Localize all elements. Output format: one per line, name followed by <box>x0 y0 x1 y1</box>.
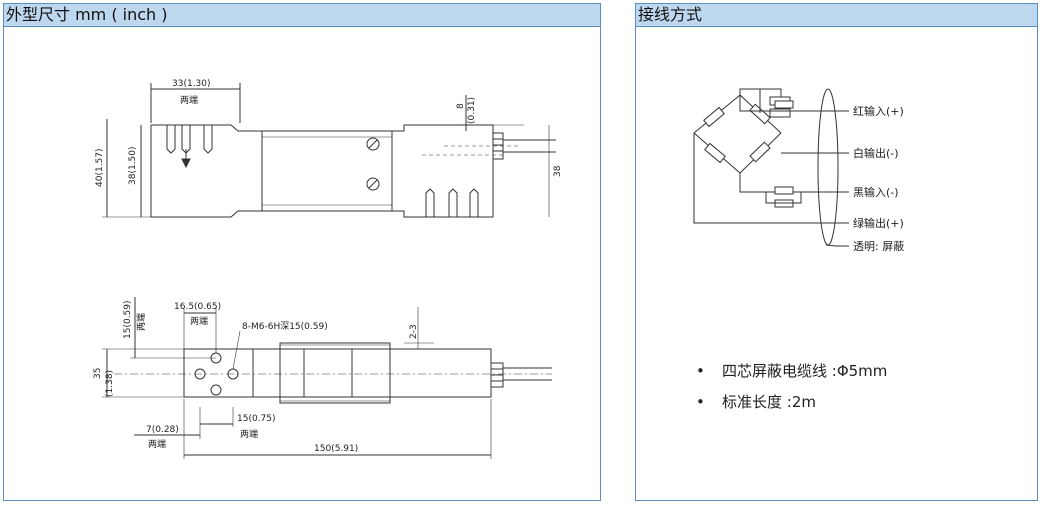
dim-height-outer: 40(1.57) <box>95 148 105 187</box>
wiring-diagram: 红输入(+) 白输出(-) 黑输入(-) 绿输出(+) 透明: 屏蔽 <box>693 88 904 253</box>
top-view <box>102 83 556 218</box>
spec-length-text: 标准长度 :2m <box>722 393 816 411</box>
dim-right-height: 38 <box>553 165 563 177</box>
dim-length: 150(5.91) <box>314 444 358 454</box>
wire-label-red: 红输入(+) <box>853 104 904 118</box>
spec-bullet: • <box>696 362 705 380</box>
spec-cable-text: 四芯屏蔽电缆线 :Φ5mm <box>722 362 888 380</box>
dimensions-panel: 外型尺寸 mm ( inch ) <box>3 3 601 501</box>
dim-height-inner: 38(1.50) <box>128 146 138 185</box>
spec-bullet: • <box>696 393 705 411</box>
dim-hole-spacing: 15(0.75) <box>237 414 276 424</box>
wire-label-white: 白输出(-) <box>853 146 899 160</box>
spec-length: • 标准长度 :2m <box>696 391 816 412</box>
wire-label-shield: 透明: 屏蔽 <box>853 240 904 253</box>
dim-width: 35 <box>93 368 103 379</box>
wire-label-black: 黑输入(-) <box>853 185 899 199</box>
dim-both-ends-3: 两端 <box>148 438 166 450</box>
dimensions-title: 外型尺寸 mm ( inch ) <box>4 4 600 27</box>
dim-both-ends-v: 两端 <box>135 313 147 331</box>
dim-offset-left: 15(0.59) <box>123 300 133 339</box>
bottom-view <box>102 297 552 459</box>
wiring-panel: 接线方式 <box>635 3 1038 501</box>
dim-both-ends-1: 两端 <box>190 315 208 327</box>
wiring-title: 接线方式 <box>636 4 1037 27</box>
dim-tolerance: 2-3 <box>409 324 419 339</box>
dim-thread: 8-M6-6H深15(0.59) <box>242 321 328 332</box>
dim-edge: 7(0.28) <box>146 425 179 435</box>
spec-cable: • 四芯屏蔽电缆线 :Φ5mm <box>696 360 887 381</box>
dim-both-ends-top: 两端 <box>180 94 198 106</box>
dimension-drawing: 33(1.30) 两端 8 (0.31) 40(1.57) 38(1.50) 3… <box>93 79 563 459</box>
dim-offset-top: 16.5(0.65) <box>174 302 221 312</box>
dim-width-end: 33(1.30) <box>172 79 211 89</box>
dim-width-inch: (1.38) <box>105 370 115 397</box>
dim-gap: 8 <box>456 103 466 109</box>
dim-gap-inch: (0.31) <box>467 97 477 124</box>
wire-label-green: 绿输出(+) <box>853 216 904 230</box>
dim-both-ends-2: 两端 <box>240 428 258 440</box>
